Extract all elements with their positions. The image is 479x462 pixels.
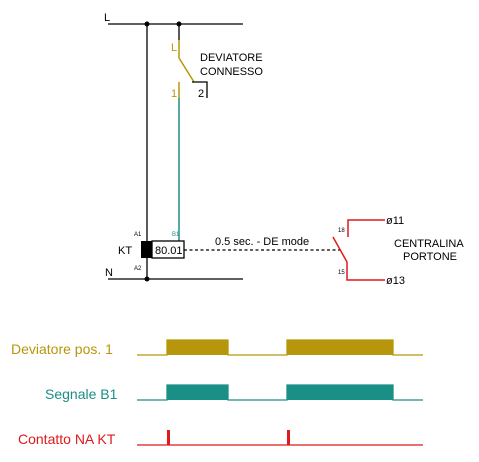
contact-pin-15-label: 15 xyxy=(338,270,345,276)
terminal-13-label: ø13 xyxy=(386,275,405,287)
timing-pulse-deviatore-2 xyxy=(287,340,393,355)
contact-upper-wire xyxy=(347,219,385,237)
switch-name-line1: DEVIATORE xyxy=(200,52,263,64)
pin-b1-label: B1 xyxy=(172,232,180,238)
junction-dot-l1 xyxy=(144,21,150,27)
line-n-label: N xyxy=(105,267,113,279)
timing-label-deviatore: Deviatore pos. 1 xyxy=(11,341,113,357)
switch-name-line2: CONNESSO xyxy=(200,66,263,78)
switch-pos2-label: 2 xyxy=(198,88,204,100)
target-name-line2: PORTONE xyxy=(403,251,457,263)
pin-a1-label: A1 xyxy=(134,232,142,238)
timing-row-segnale: Segnale B1 xyxy=(45,384,423,402)
timing-pulse-deviatore-1 xyxy=(167,340,228,355)
line-l-label: L xyxy=(104,12,110,24)
switch-pos2-contact xyxy=(192,81,208,98)
contact-blade xyxy=(332,236,348,263)
mode-text: 0.5 sec. - DE mode xyxy=(215,236,309,248)
contact-lower-wire xyxy=(346,262,385,281)
timing-label-contatto: Contatto NA KT xyxy=(18,431,116,447)
timing-row-contatto: Contatto NA KT xyxy=(18,430,423,447)
timing-label-segnale: Segnale B1 xyxy=(45,386,118,402)
relay-model-label: 80.01 xyxy=(155,245,183,257)
timing-pulse-segnale-2 xyxy=(287,385,393,400)
contact-pin-18-label: 18 xyxy=(338,228,345,234)
timing-pulse-segnale-1 xyxy=(167,385,228,400)
relay-coil-box xyxy=(141,241,152,258)
timing-row-deviatore: Deviatore pos. 1 xyxy=(11,339,423,357)
target-name-line1: CENTRALINA xyxy=(394,238,464,250)
timing-pulse-contatto-1 xyxy=(167,430,170,445)
switch-pos1-label: 1 xyxy=(171,88,177,100)
relay-tag-label: KT xyxy=(118,245,132,257)
timing-pulse-contatto-2 xyxy=(287,430,290,445)
switch-blade xyxy=(178,57,195,83)
terminal-11-label: ø11 xyxy=(386,215,404,227)
junction-dot-n xyxy=(144,276,150,282)
pin-a2-label: A2 xyxy=(134,266,142,272)
switch-common-label: L xyxy=(171,42,177,54)
